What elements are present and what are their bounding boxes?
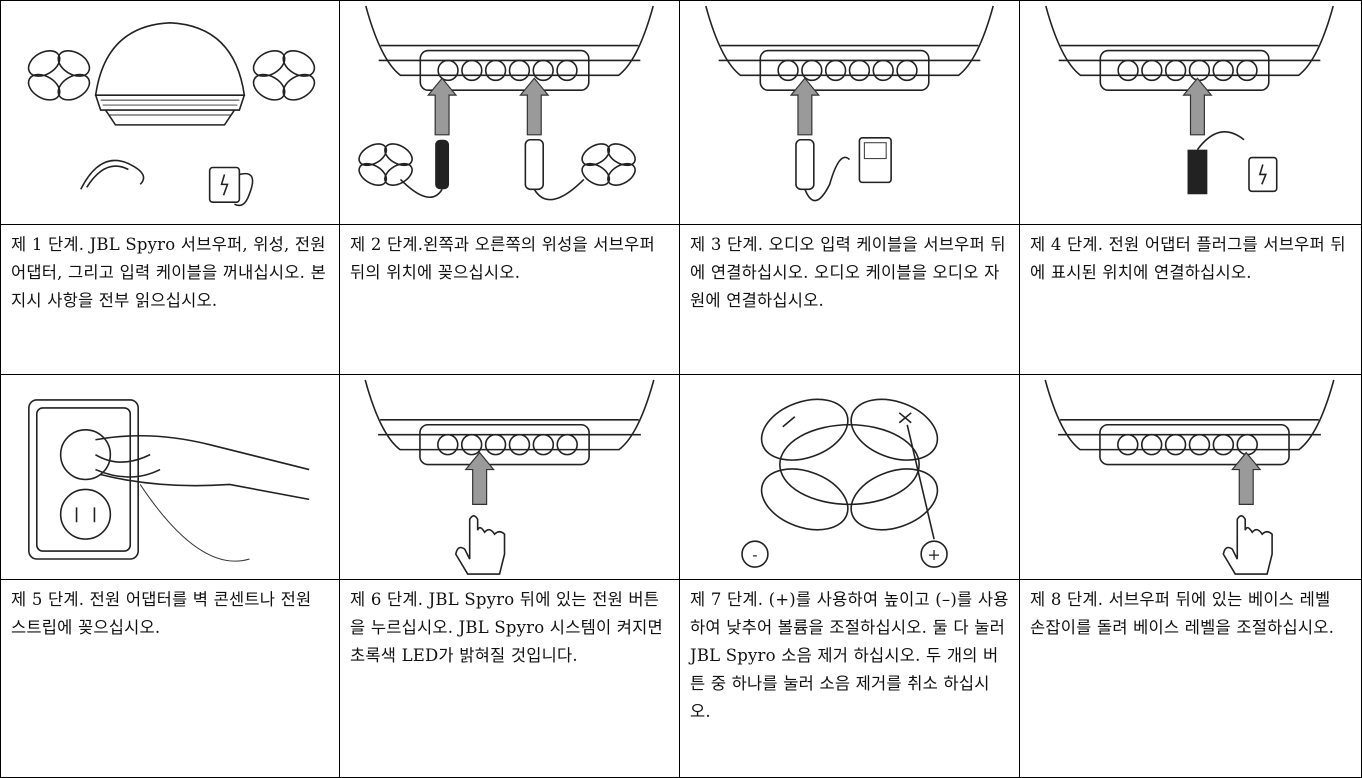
step-7-image: - + bbox=[680, 375, 1020, 580]
step-4-image bbox=[1020, 0, 1362, 225]
step-8-text: 제 8 단계. 서브우퍼 뒤에 있는 베이스 레벨 손잡이를 돌려 베이스 레벨… bbox=[1020, 580, 1362, 778]
jack-row bbox=[437, 59, 578, 82]
volume-minus-label: - bbox=[752, 545, 757, 564]
step-6-text: 제 6 단계. JBL Spyro 뒤에 있는 전원 버튼을 누르십시오. JB… bbox=[340, 580, 680, 778]
pointer-hand-icon bbox=[454, 515, 506, 575]
volume-up-button[interactable] bbox=[920, 540, 948, 568]
volume-down-button[interactable] bbox=[741, 540, 769, 568]
step-3-text: 제 3 단계. 오디오 입력 케이블을 서브우퍼 뒤에 연결하십시오. 오디오 … bbox=[680, 225, 1020, 375]
step-3-image bbox=[680, 0, 1020, 225]
subwoofer-kit-illustration bbox=[27, 22, 316, 207]
step-6-image bbox=[340, 375, 680, 580]
step-2-image bbox=[340, 0, 680, 225]
step-7-text: 제 7 단계. (+)를 사용하여 높이고 (–)를 사용하여 낮추어 볼륨을 … bbox=[680, 580, 1020, 778]
step-1-text: 제 1 단계. JBL Spyro 서브우퍼, 위성, 전원 어댑터, 그리고 … bbox=[0, 225, 340, 375]
step-4-text: 제 4 단계. 전원 어댑터 플러그를 서브우퍼 뒤에 표시된 위치에 연결하십… bbox=[1020, 225, 1362, 375]
volume-plus-label: + bbox=[927, 545, 940, 564]
step-5-text: 제 5 단계. 전원 어댑터를 벽 콘센트나 전원 스트립에 꽂으십시오. bbox=[0, 580, 340, 778]
pointer-hand-icon bbox=[1222, 515, 1273, 575]
step-2-text: 제 2 단계.왼쪽과 오른쪽의 위성을 서브우퍼 뒤의 위치에 꽂으십시오. bbox=[340, 225, 680, 375]
step-5-image bbox=[0, 375, 340, 580]
step-1-image bbox=[0, 0, 340, 225]
step-8-image bbox=[1020, 375, 1362, 580]
